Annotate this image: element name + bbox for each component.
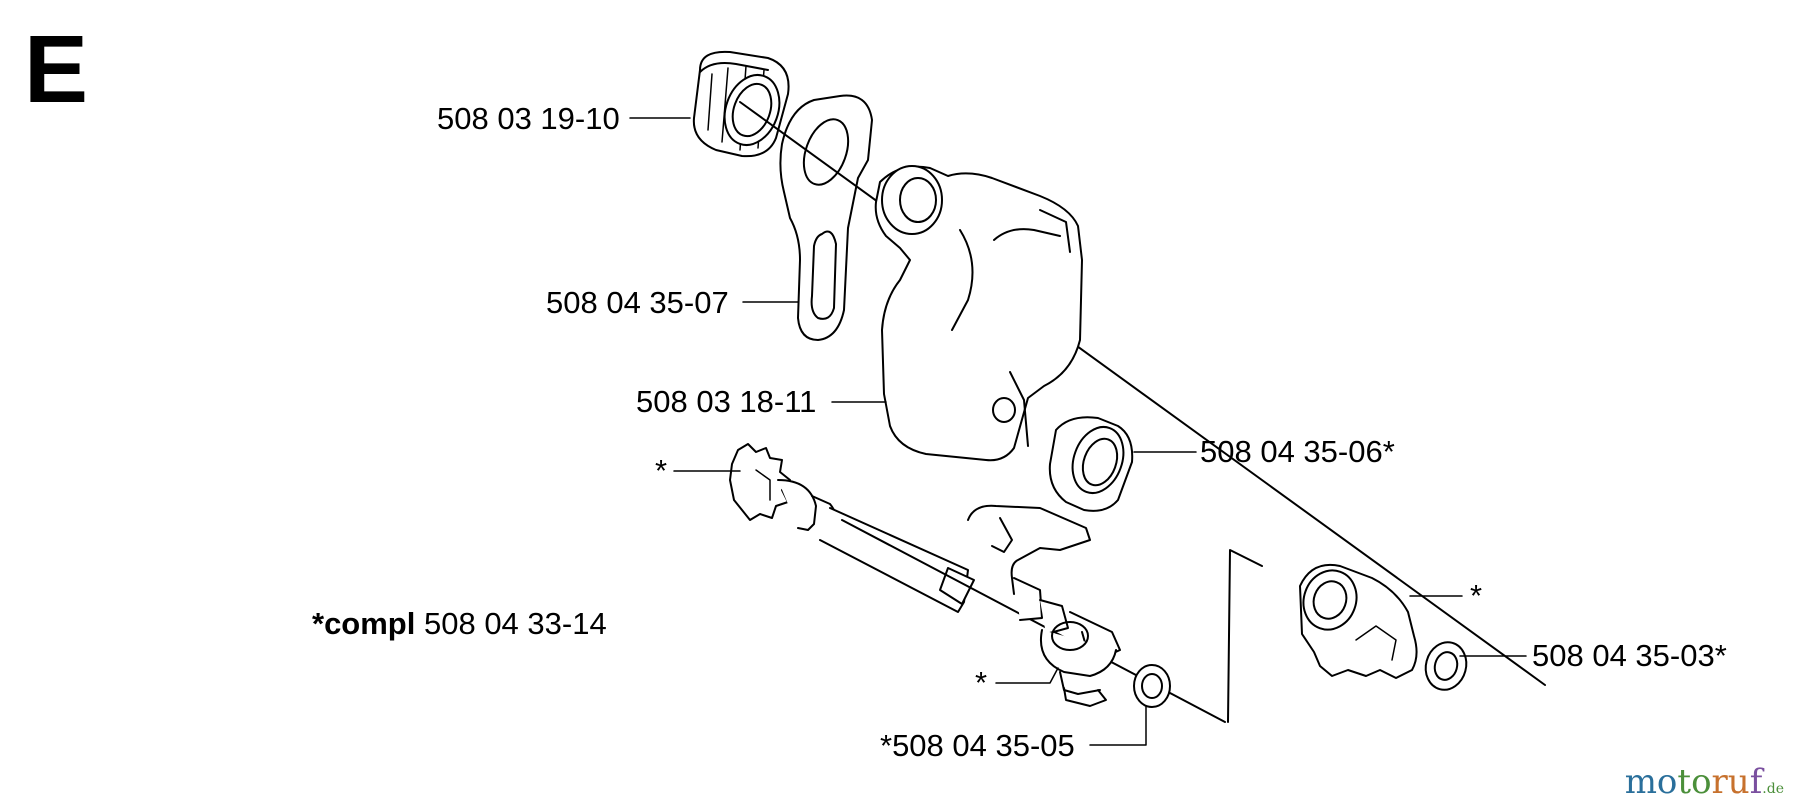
- pump-part: [967, 504, 1121, 707]
- bushing-part: [1048, 416, 1134, 512]
- worm-gear-part: [1299, 564, 1418, 679]
- label-gear-shaft: *: [655, 453, 668, 488]
- label-knob: 508 03 19-10: [437, 101, 620, 136]
- label-housing: 508 03 18-11: [636, 384, 817, 419]
- gear-shaft-part: [729, 443, 975, 613]
- label-lever-plate: 508 04 35-07: [546, 285, 729, 320]
- right-washer-part: [1424, 641, 1468, 691]
- label-bushing: 508 04 35-06*: [1200, 434, 1395, 469]
- leader-lines: [629, 117, 1527, 746]
- small-washer-part: [1133, 664, 1171, 708]
- housing-part: [874, 165, 1083, 462]
- label-compl-prefix: *compl: [312, 606, 416, 641]
- label-compl-number: 508 04 33-14: [423, 606, 607, 641]
- label-worm-gear: *: [1470, 578, 1483, 613]
- section-letter: E: [24, 16, 89, 123]
- label-pump-part: *: [975, 665, 988, 700]
- label-complete-assembly: *compl 508 04 33-14: [312, 608, 607, 639]
- assembly-bracket-line: [1227, 549, 1263, 723]
- label-right-washer: 508 04 35-03*: [1532, 638, 1727, 673]
- upper-axis-line: [739, 101, 1546, 686]
- site-watermark: motoruf.de: [1624, 762, 1784, 802]
- label-small-washer: *508 04 35-05: [880, 728, 1075, 763]
- lever-plate-part: [779, 94, 873, 341]
